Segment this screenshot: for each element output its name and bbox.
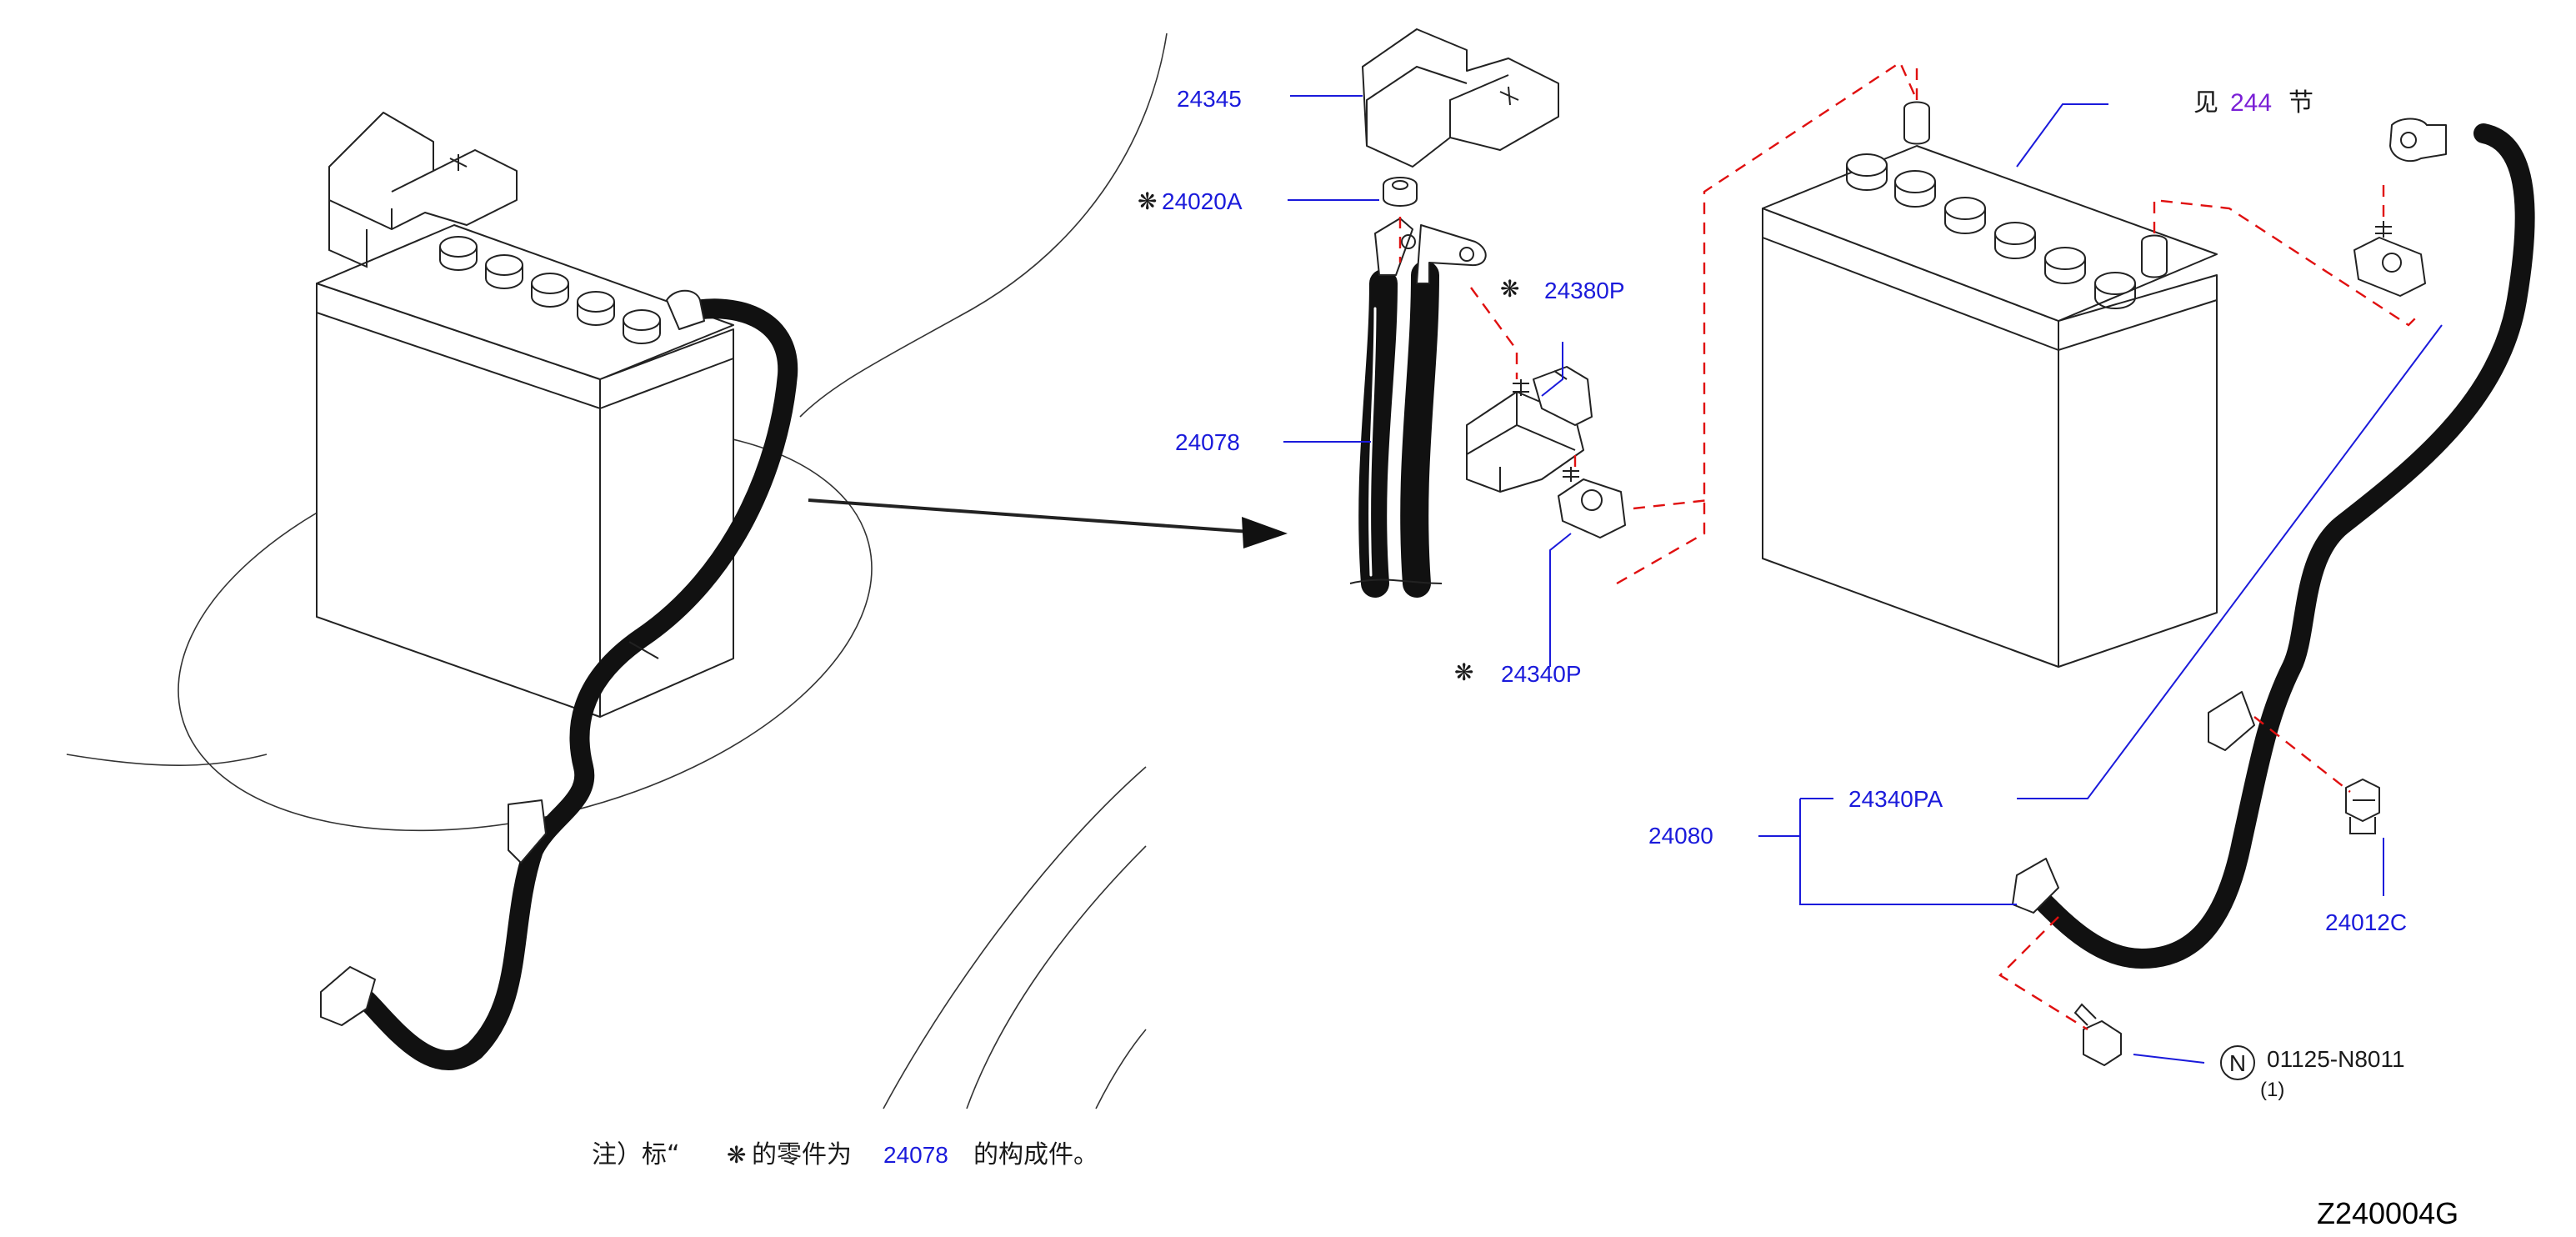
negative-post: [2141, 234, 2168, 278]
callout-24380p[interactable]: 24380P: [1544, 278, 1625, 303]
callout-leaders: [1283, 95, 2443, 1064]
body-contour-line: [1095, 1029, 1147, 1109]
assembly-guide-line: [1998, 916, 2088, 1031]
note-part-link[interactable]: 24078: [883, 1142, 948, 1168]
note-prefix: 注）标“: [592, 1140, 680, 1169]
terminal-clamp-part: [2353, 221, 2426, 297]
see-section-suffix: 节: [2288, 88, 2313, 118]
assembly-guide-line: [1616, 61, 1918, 585]
body-contour-line: [883, 766, 1147, 1109]
assembly-guide-line: [2253, 716, 2351, 793]
battery-vent-caps: [439, 236, 661, 344]
battery-cable-overview: [320, 289, 798, 1070]
callout-labels: 24345 ❋ 24020A ❋ 24380P 24078 ❋ 24340P 见…: [1138, 86, 2407, 1101]
cable-clip: [508, 799, 547, 864]
exploded-illustration: [1762, 67, 2535, 1066]
cable-bracket: [320, 966, 376, 1026]
callout-24340p[interactable]: 24340P: [1501, 661, 1582, 687]
cable-lug: [1374, 218, 1413, 276]
quantity-label: (1): [2260, 1079, 2284, 1101]
detail-illustration: [1349, 28, 1918, 598]
cable-clip: [2208, 691, 2255, 751]
fusible-link-part: [1466, 366, 1593, 493]
body-contour-line: [66, 754, 268, 766]
component-mark-icon: ❋: [1500, 275, 1519, 303]
callout-24080[interactable]: 24080: [1648, 823, 1713, 849]
cable-bracket: [2012, 858, 2059, 914]
callout-24020a[interactable]: 24020A: [1162, 188, 1243, 214]
n-circle-icon: [2220, 1045, 2255, 1080]
positive-post: [1903, 101, 1930, 145]
positive-terminal-cover: [328, 112, 518, 268]
callout-24012c[interactable]: 24012C: [2325, 909, 2407, 935]
battery-side-face: [599, 328, 734, 718]
callout-24078[interactable]: 24078: [1175, 429, 1240, 455]
note-middle: 的零件为: [752, 1140, 852, 1169]
assembly-guide-line: [1633, 498, 1709, 510]
see-section-prefix: 见: [2193, 88, 2218, 118]
assembly-guide-line: [2153, 198, 2418, 327]
cable-lug: [1416, 224, 1487, 284]
component-mark-icon: ❋: [727, 1141, 746, 1169]
battery-vent-caps: [1846, 153, 2136, 309]
footnote: 注）标“ ❋ 的零件为 24078 的构成件。: [592, 1140, 1098, 1169]
body-contour-line: [799, 33, 1168, 418]
callout-24345[interactable]: 24345: [1177, 86, 1242, 112]
battery-side-face: [2058, 274, 2218, 668]
component-mark-icon: ❋: [1138, 188, 1157, 215]
negative-terminal-clamp: [666, 289, 705, 330]
see-section-link[interactable]: 244: [2230, 89, 2272, 117]
assembly-guide-line: [1470, 287, 1518, 379]
body-contour-line: [966, 845, 1147, 1109]
nut-part: [1383, 177, 1418, 207]
callout-24340pa[interactable]: 24340PA: [1848, 786, 1943, 812]
note-suffix: 的构成件。: [973, 1140, 1098, 1169]
zoom-arrow: [808, 498, 1288, 548]
component-mark-icon: ❋: [1454, 659, 1473, 686]
terminal-clamp-part: [1558, 467, 1626, 538]
bolt-part: [2345, 779, 2380, 834]
callout-01125-n8011[interactable]: 01125-N8011: [2267, 1046, 2405, 1072]
negative-cable-part: [2012, 118, 2535, 969]
overview-illustration: [66, 33, 1288, 1109]
bolt-part: [2073, 1003, 2122, 1066]
n-circle-label: N: [2229, 1050, 2246, 1076]
terminal-clamp: [2389, 118, 2447, 163]
terminal-cover-part: [1362, 28, 1559, 168]
drawing-code: Z240004G: [2317, 1196, 2458, 1230]
